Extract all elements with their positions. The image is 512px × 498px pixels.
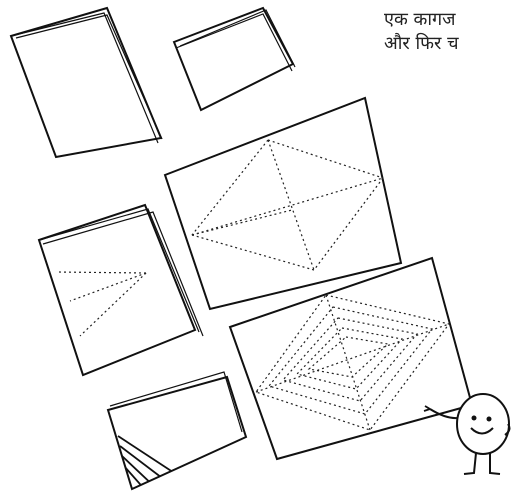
instruction-line-1: एक कागज (384, 8, 512, 32)
instruction-text: एक कागज और फिर च (384, 8, 512, 56)
small-sheet-stripes (108, 372, 246, 492)
sheet-diagonal-folds (165, 98, 401, 309)
small-booklet-top-center (174, 8, 295, 110)
booklet-with-fold-lines (39, 205, 203, 375)
tall-booklet-top-left (11, 8, 162, 157)
instruction-line-2: और फिर च (384, 32, 512, 56)
